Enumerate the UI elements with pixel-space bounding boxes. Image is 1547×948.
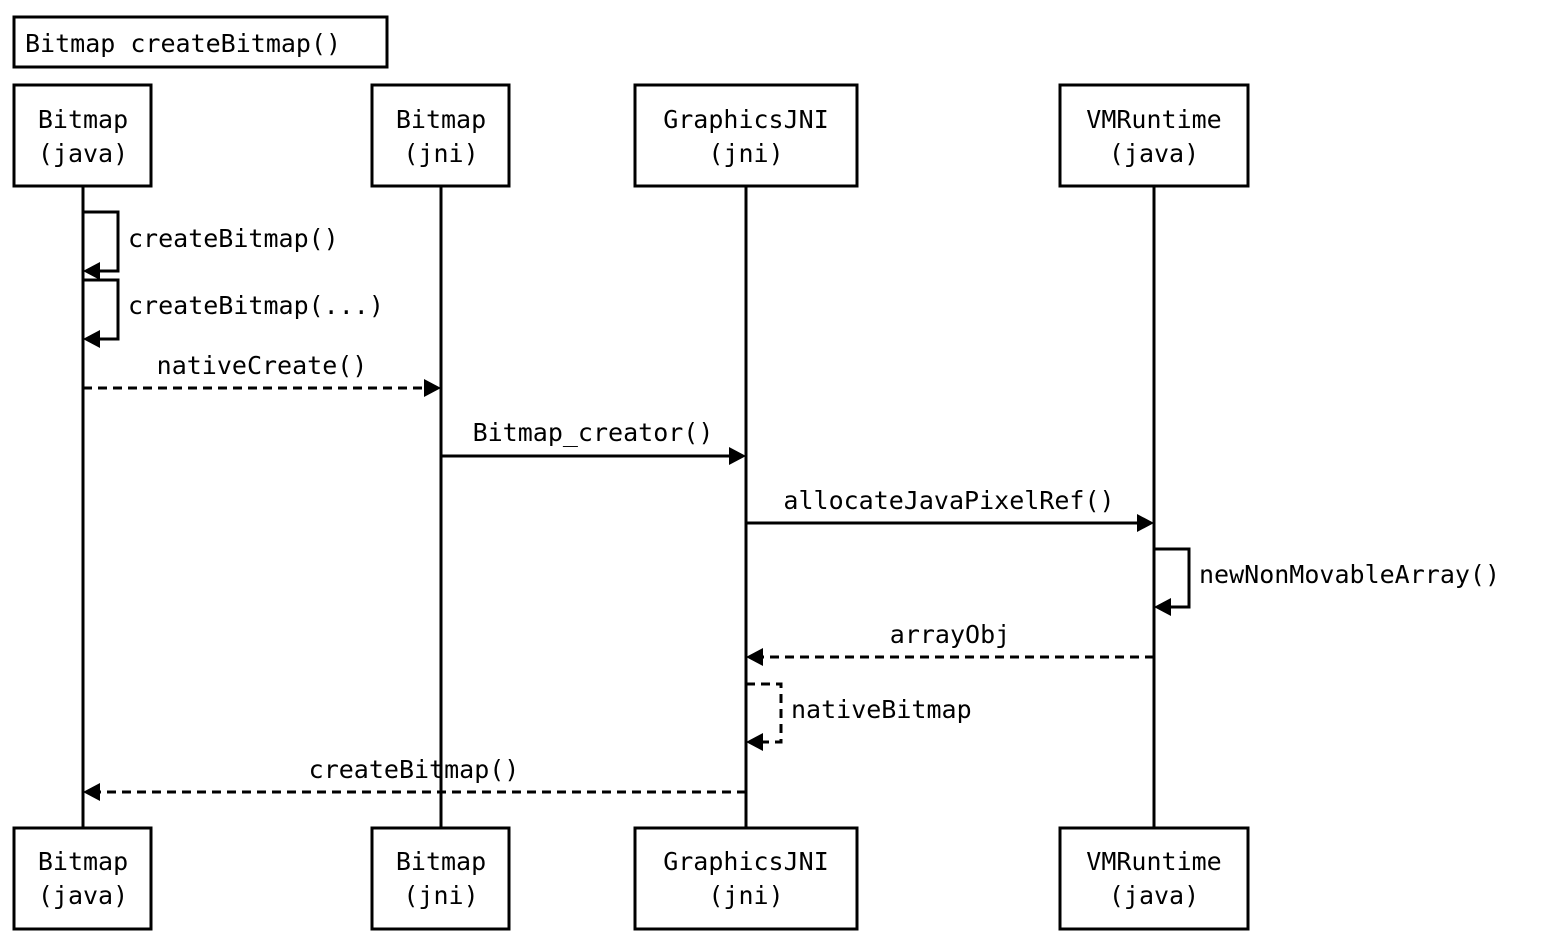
arrowhead — [729, 447, 746, 465]
message-label: createBitmap() — [128, 224, 339, 253]
participant-bottom-bitmap-jni: Bitmap (jni) — [370, 826, 511, 931]
participant-kind: (java) — [1109, 139, 1199, 168]
message-allocate-java-pixel-ref: allocateJavaPixelRef() — [746, 486, 1154, 532]
message-array-obj-return: arrayObj — [746, 620, 1154, 666]
message-create-bitmap-return: createBitmap() — [83, 755, 746, 801]
message-new-non-movable-array-self: newNonMovableArray() — [1154, 547, 1500, 616]
participant-top-bitmap-java: Bitmap (java) — [12, 83, 153, 188]
message-native-bitmap-self: nativeBitmap — [746, 682, 972, 751]
participant-name: GraphicsJNI — [663, 105, 829, 134]
participant-bottom-graphicsjni-jni: GraphicsJNI (jni) — [633, 826, 859, 931]
participant-kind: (jni) — [403, 881, 478, 910]
participant-name: VMRuntime — [1086, 847, 1221, 876]
participant-name: VMRuntime — [1086, 105, 1221, 134]
participant-top-vmruntime-java: VMRuntime (java) — [1058, 83, 1250, 188]
participant-name: Bitmap — [38, 105, 128, 134]
arrowhead — [746, 733, 763, 751]
participant-name: Bitmap — [396, 847, 486, 876]
message-label: arrayObj — [890, 620, 1010, 649]
diagram-title-frame — [12, 15, 389, 69]
participant-name: GraphicsJNI — [663, 847, 829, 876]
arrowhead — [746, 648, 763, 666]
participant-kind: (jni) — [708, 139, 783, 168]
message-label: createBitmap(...) — [128, 291, 384, 320]
participant-bottom-vmruntime-java: VMRuntime (java) — [1058, 826, 1250, 931]
message-label: nativeCreate() — [157, 351, 368, 380]
arrowhead — [1137, 514, 1154, 532]
message-create-bitmap-self: createBitmap() — [83, 210, 339, 280]
diagram-title: Bitmap createBitmap() — [25, 29, 341, 58]
message-label: createBitmap() — [309, 755, 520, 784]
participant-name: Bitmap — [38, 847, 128, 876]
message-native-create: nativeCreate() — [83, 351, 441, 397]
message-label: allocateJavaPixelRef() — [783, 486, 1114, 515]
participant-kind: (java) — [38, 881, 128, 910]
participant-kind: (jni) — [403, 139, 478, 168]
participant-kind: (java) — [1109, 881, 1199, 910]
arrowhead — [83, 262, 100, 280]
arrowhead — [1154, 598, 1171, 616]
message-label: newNonMovableArray() — [1199, 560, 1500, 589]
arrowhead — [424, 379, 441, 397]
message-bitmap-creator: Bitmap_creator() — [441, 418, 746, 465]
participant-top-graphicsjni-jni: GraphicsJNI (jni) — [633, 83, 859, 188]
participant-name: Bitmap — [396, 105, 486, 134]
message-create-bitmap-args-self: createBitmap(...) — [83, 278, 384, 348]
arrowhead — [83, 783, 100, 801]
message-label: nativeBitmap — [791, 695, 972, 724]
participant-top-bitmap-jni: Bitmap (jni) — [370, 83, 511, 188]
participant-bottom-bitmap-java: Bitmap (java) — [12, 826, 153, 931]
arrowhead — [83, 330, 100, 348]
participant-kind: (java) — [38, 139, 128, 168]
participant-kind: (jni) — [708, 881, 783, 910]
message-label: Bitmap_creator() — [473, 418, 714, 447]
